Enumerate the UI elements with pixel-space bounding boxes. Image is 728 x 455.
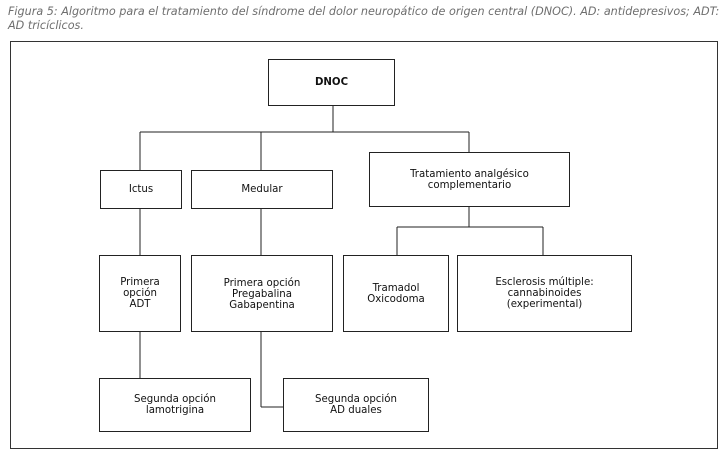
node-ictus-second-option-label: Segunda opción lamotrigina — [134, 394, 216, 416]
node-medular: Medular — [191, 170, 333, 209]
diagram-frame — [10, 41, 718, 449]
node-medular-first-option: Primera opción Pregabalina Gabapentina — [191, 255, 333, 332]
node-ictus-first-option: Primera opción ADT — [99, 255, 181, 332]
node-medular-first-option-label: Primera opción Pregabalina Gabapentina — [223, 278, 301, 311]
node-analgesic-treatment-label: Tratamiento analgésico complementario — [410, 168, 529, 191]
node-ictus-label: Ictus — [128, 184, 154, 195]
node-ictus-first-option-label: Primera opción ADT — [120, 277, 160, 310]
node-medular-second-option: Segunda opción AD duales — [283, 378, 429, 432]
figure-caption: Figura 5: Algoritmo para el tratamiento … — [8, 5, 720, 32]
node-medular-label: Medular — [241, 184, 283, 195]
node-medular-second-option-label: Segunda opción AD duales — [315, 394, 397, 416]
node-dnoc-label: DNOC — [314, 77, 349, 88]
node-dnoc: DNOC — [268, 59, 395, 106]
node-esclerosis-label: Esclerosis múltiple: cannabinoides (expe… — [495, 277, 594, 310]
node-tramadol-label: Tramadol Oxicodoma — [367, 282, 425, 305]
node-ictus-second-option: Segunda opción lamotrigina — [99, 378, 251, 432]
node-esclerosis: Esclerosis múltiple: cannabinoides (expe… — [457, 255, 632, 332]
node-analgesic-treatment: Tratamiento analgésico complementario — [369, 152, 570, 207]
node-tramadol: Tramadol Oxicodoma — [343, 255, 449, 332]
node-ictus: Ictus — [100, 170, 182, 209]
